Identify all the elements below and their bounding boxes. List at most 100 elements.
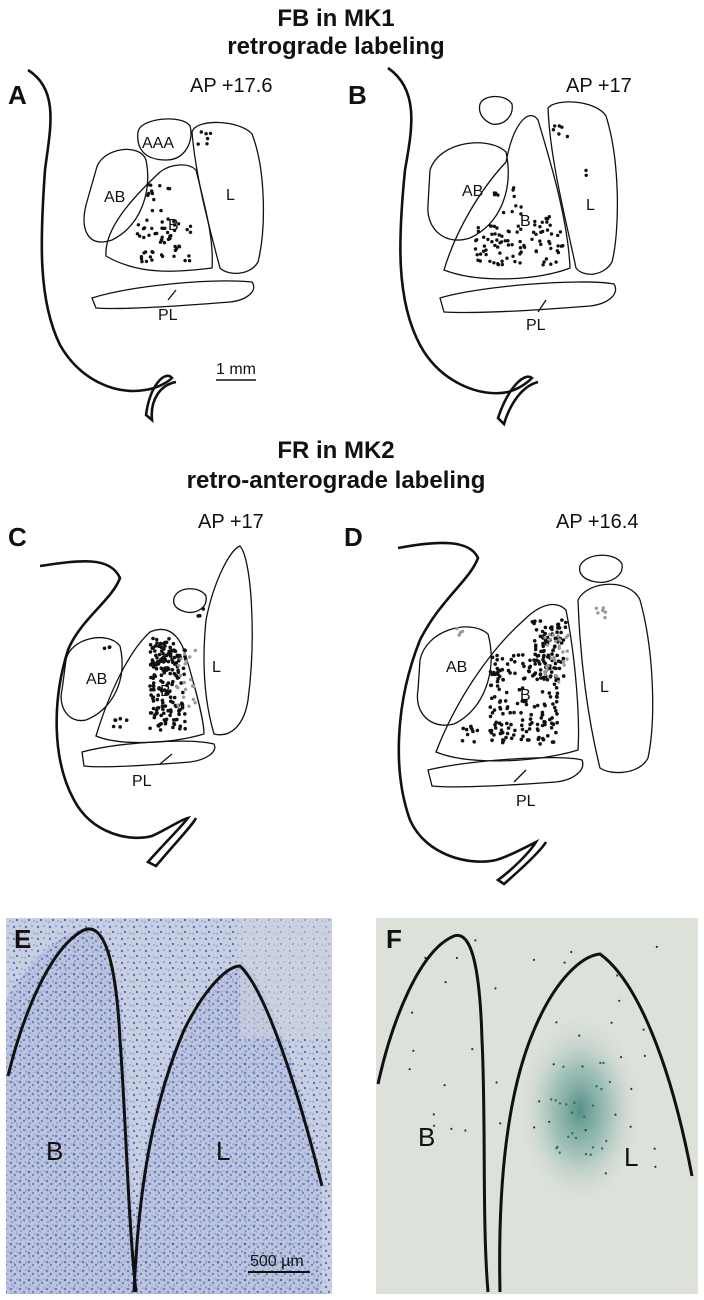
labeled-cell-dot <box>433 1124 436 1127</box>
labeled-cell-dot <box>530 237 534 241</box>
labeled-cell-dot <box>516 224 520 228</box>
labeled-cell-dot <box>518 239 522 244</box>
labeled-cell-dot <box>183 258 187 263</box>
labeled-cell-dot <box>490 240 494 244</box>
labeled-cell-dot <box>149 693 153 697</box>
labeled-cell-dot <box>554 699 559 704</box>
labeled-cell-dot <box>162 647 166 651</box>
labeled-cell-dot <box>506 668 511 673</box>
labeled-cell-dot <box>555 712 559 716</box>
labeled-cell-dot <box>561 656 566 661</box>
labeled-cell-dot <box>550 1098 553 1101</box>
labeled-cell-dot <box>501 677 505 682</box>
labeled-cell-dot <box>411 1011 414 1014</box>
labeled-cell-dot <box>476 229 481 234</box>
labeled-cell-dot <box>555 630 559 634</box>
labeled-cell-dot <box>584 168 588 173</box>
photo-label-l-e: L <box>216 1136 230 1166</box>
labeled-cell-dot <box>541 655 546 659</box>
labeled-cell-dot <box>561 660 566 664</box>
labeled-cell-dot <box>171 660 175 664</box>
labeled-cell-dot <box>541 263 545 267</box>
labeled-cell-dot <box>464 1129 467 1132</box>
labeled-cell-dot <box>150 258 154 262</box>
labeled-cell-dot <box>188 224 193 228</box>
labeled-cell-dot <box>161 707 165 711</box>
labeled-cell-dot <box>199 130 203 134</box>
labeled-cell-dot <box>553 661 558 666</box>
labeled-cell-dot <box>515 230 519 234</box>
labeled-cell-dot <box>555 691 560 696</box>
labeled-cell-dot <box>538 742 542 746</box>
labeled-cell-dot <box>490 738 494 742</box>
nissl-pale-corner <box>240 918 332 1038</box>
labeled-cell-dot <box>170 668 175 672</box>
labeled-cell-dot <box>488 259 492 263</box>
labeled-cell-dot <box>500 234 504 238</box>
labeled-cell-dot <box>472 740 477 744</box>
labeled-cell-dot <box>172 722 177 727</box>
labeled-cell-dot <box>168 713 172 717</box>
labeled-cell-dot <box>526 669 531 673</box>
labeled-cell-dot <box>549 656 554 661</box>
labeled-cell-dot <box>153 644 158 648</box>
labeled-cell-dot <box>546 734 550 738</box>
labeled-cell-dot <box>176 222 181 226</box>
labeled-cell-dot <box>176 703 180 707</box>
region-ab-c <box>60 637 123 722</box>
labeled-cell-dot <box>541 641 545 646</box>
labeled-cell-dot <box>539 716 544 720</box>
labeled-cell-dot <box>488 714 493 719</box>
labeled-cell-dot <box>552 655 556 660</box>
labeled-cell-dot <box>556 233 560 238</box>
photo-label-b-f: B <box>418 1122 435 1152</box>
labeled-cell-dot <box>443 1084 446 1087</box>
labeled-cell-dot <box>158 184 162 188</box>
labeled-cell-dot <box>522 243 526 248</box>
labeled-cell-dot <box>168 689 172 693</box>
labeled-cell-dot <box>510 209 514 214</box>
labeled-cell-dot <box>541 229 545 234</box>
labeled-cell-dot <box>547 632 552 637</box>
labeled-cell-dot <box>550 627 554 632</box>
labeled-cell-dot <box>505 731 510 736</box>
labeled-cell-dot <box>510 243 514 247</box>
labeled-cell-dot <box>181 690 185 695</box>
labeled-cell-dot <box>149 711 154 715</box>
labeled-cell-dot <box>554 260 558 264</box>
labeled-cell-dot <box>150 208 155 213</box>
labeled-cell-dot <box>600 1087 603 1091</box>
labeled-cell-dot <box>166 186 170 191</box>
labeled-cell-dot <box>539 242 543 247</box>
labeled-cell-dot <box>500 262 504 267</box>
labeled-cell-dot <box>179 657 183 661</box>
labeled-cell-dot <box>165 666 170 670</box>
labeled-cell-dot <box>499 723 504 727</box>
labeled-cell-dot <box>601 606 605 610</box>
labeled-cell-dot <box>527 727 532 731</box>
labeled-cell-dot <box>155 711 159 715</box>
labeled-cell-dot <box>151 681 156 685</box>
labeled-cell-dot <box>172 671 177 676</box>
cell-dots-a <box>135 130 213 264</box>
labeled-cell-dot <box>512 733 516 737</box>
panel-c: C AP +17 AB B L PL <box>8 511 264 868</box>
labeled-cell-dot <box>196 142 200 146</box>
labeled-cell-dot <box>653 1147 656 1150</box>
labeled-cell-dot <box>552 705 557 710</box>
panel-e: E B L 500 µm <box>6 918 332 1294</box>
labeled-cell-dot <box>521 661 525 666</box>
labeled-cell-dot <box>124 718 129 722</box>
labeled-cell-dot <box>478 252 483 256</box>
labeled-cell-dot <box>519 205 523 209</box>
labeled-cell-dot <box>474 939 477 942</box>
labeled-cell-dot <box>608 1080 612 1084</box>
labeled-cell-dot <box>655 945 658 949</box>
labeled-cell-dot <box>201 607 206 611</box>
labeled-cell-dot <box>171 718 176 722</box>
labeled-cell-dot <box>492 695 497 699</box>
labeled-cell-dot <box>187 259 192 263</box>
labeled-cell-dot <box>159 659 164 663</box>
labeled-cell-dot <box>533 652 537 657</box>
labeled-cell-dot <box>490 232 494 236</box>
